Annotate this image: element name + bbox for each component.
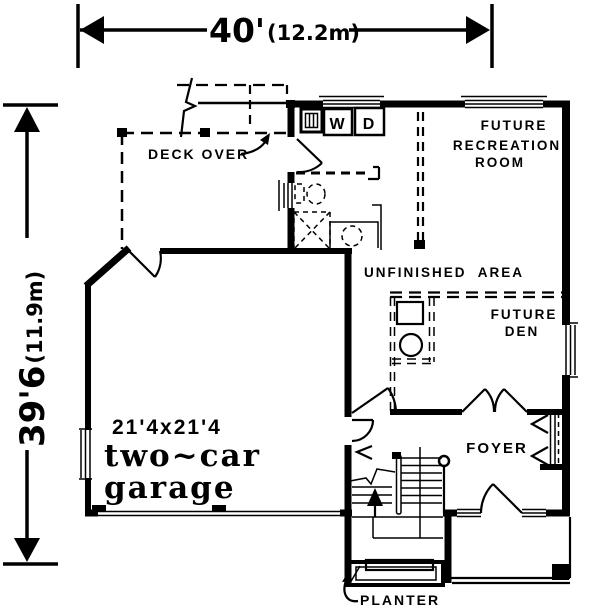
stair-center-rail: [395, 454, 402, 515]
deck-leader-line: [240, 141, 266, 156]
planter-box: [345, 560, 445, 587]
bath-partition-end: [368, 165, 381, 181]
unfinished-to-hall-door: [351, 387, 398, 414]
recroom-label-2: RECREATION: [453, 138, 561, 153]
stair-break-line: [349, 468, 396, 486]
dim-top-arrow-right: [466, 16, 490, 44]
planter-hatch: [349, 565, 361, 584]
den-future-wall: [390, 291, 563, 299]
toilet: [294, 183, 326, 205]
deck-to-laundry-door: [296, 138, 323, 174]
foyer-label: FOYER: [466, 440, 528, 457]
garage-door-jamb-mid: [212, 505, 226, 512]
future-bath-left: [389, 297, 396, 411]
foyer-closet: [529, 413, 560, 466]
windows: [79, 95, 578, 518]
stair-newel-post: [437, 454, 451, 468]
dim-top-label: 40'(12.2m): [209, 11, 360, 50]
deck-label: DECK OVER: [148, 146, 249, 162]
future-fixture-circle: [398, 332, 424, 358]
garage-chamfer-wall: [83, 245, 132, 289]
deck-post-mid: [200, 128, 210, 137]
house-corner-joint: [286, 100, 295, 108]
deck-leader-arrowhead: [260, 133, 270, 145]
dryer-label: D: [363, 116, 377, 133]
future-bath-bottom: [392, 358, 434, 365]
dryer-box: D: [353, 106, 386, 137]
dim-left-label: 39'6(11.9m): [13, 271, 53, 447]
garage-to-hall-door: [351, 418, 375, 460]
porch-outline: [448, 517, 572, 585]
bathroom: [293, 165, 382, 250]
stair-up-arrow: [367, 488, 383, 517]
foyer-double-door: [461, 388, 528, 413]
future-fixture-square: [395, 300, 425, 326]
top-dimension: 40'(12.2m): [76, 4, 494, 68]
den-label-1: FUTURE: [491, 307, 558, 322]
deck-post-left: [117, 128, 127, 137]
planter-ledge: [364, 558, 435, 572]
room-labels: FUTURE RECREATION ROOM UNFINISHED AREA F…: [364, 118, 561, 457]
den-label-2: DEN: [505, 324, 540, 339]
shower: [293, 211, 331, 250]
vanity-sink: [329, 204, 382, 250]
garage-door-lines: [97, 510, 342, 517]
recroom-wall-cap: [414, 240, 425, 249]
washer-label: W: [329, 116, 346, 133]
garage-label-line1: two~car: [104, 438, 261, 474]
entry-sidelite-right: [522, 508, 546, 518]
deck-area: DECK OVER: [117, 77, 289, 249]
unfinished-label: UNFINISHED AREA: [364, 265, 524, 280]
recroom-window: [461, 95, 547, 109]
left-dimension: 39'6(11.9m): [3, 103, 58, 566]
dim-left-arrow-top: [14, 107, 40, 132]
recroom-future-wall: [416, 112, 425, 240]
porch-post: [552, 564, 569, 580]
closet-lines: [549, 413, 556, 464]
hall-door-chevron: [354, 444, 373, 460]
den-window: [563, 322, 578, 378]
planter-leader-arrowhead: [342, 572, 352, 582]
deck-break-line: [179, 77, 198, 138]
garage-side-window: [79, 428, 92, 480]
garage-side-door: [128, 250, 162, 278]
stair-treads-right-flight: [401, 457, 442, 504]
garage: 21'4x21'4 two~car garage: [92, 416, 342, 517]
recroom-label-1: FUTURE: [481, 118, 548, 133]
future-bath-right: [428, 297, 435, 362]
closet-bifold-top: [529, 414, 549, 434]
recroom-label-3: ROOM: [475, 155, 525, 170]
garage-size-label: 21'4x21'4: [112, 416, 222, 439]
stair-landing: [352, 516, 443, 539]
laundry-window: [319, 95, 384, 109]
closet-bifold-bottom: [529, 446, 549, 466]
dim-left-arrow-bottom: [14, 538, 40, 562]
entry-sidelite-left: [457, 508, 481, 518]
front-door: [479, 483, 523, 514]
planter: PLANTER: [342, 558, 445, 606]
stairs: [349, 447, 451, 539]
doors: [128, 138, 528, 514]
planter-label: PLANTER: [360, 592, 440, 606]
laundry-tub: [299, 107, 324, 134]
future-walls: [389, 112, 563, 411]
porch: [448, 517, 572, 585]
walls: [83, 100, 570, 586]
washer-box: W: [322, 107, 354, 137]
laundry: W D: [299, 106, 386, 137]
garage-door-jamb-left: [92, 505, 106, 512]
bath-deck-window: [278, 180, 293, 211]
garage-label-line2: garage: [104, 470, 236, 506]
